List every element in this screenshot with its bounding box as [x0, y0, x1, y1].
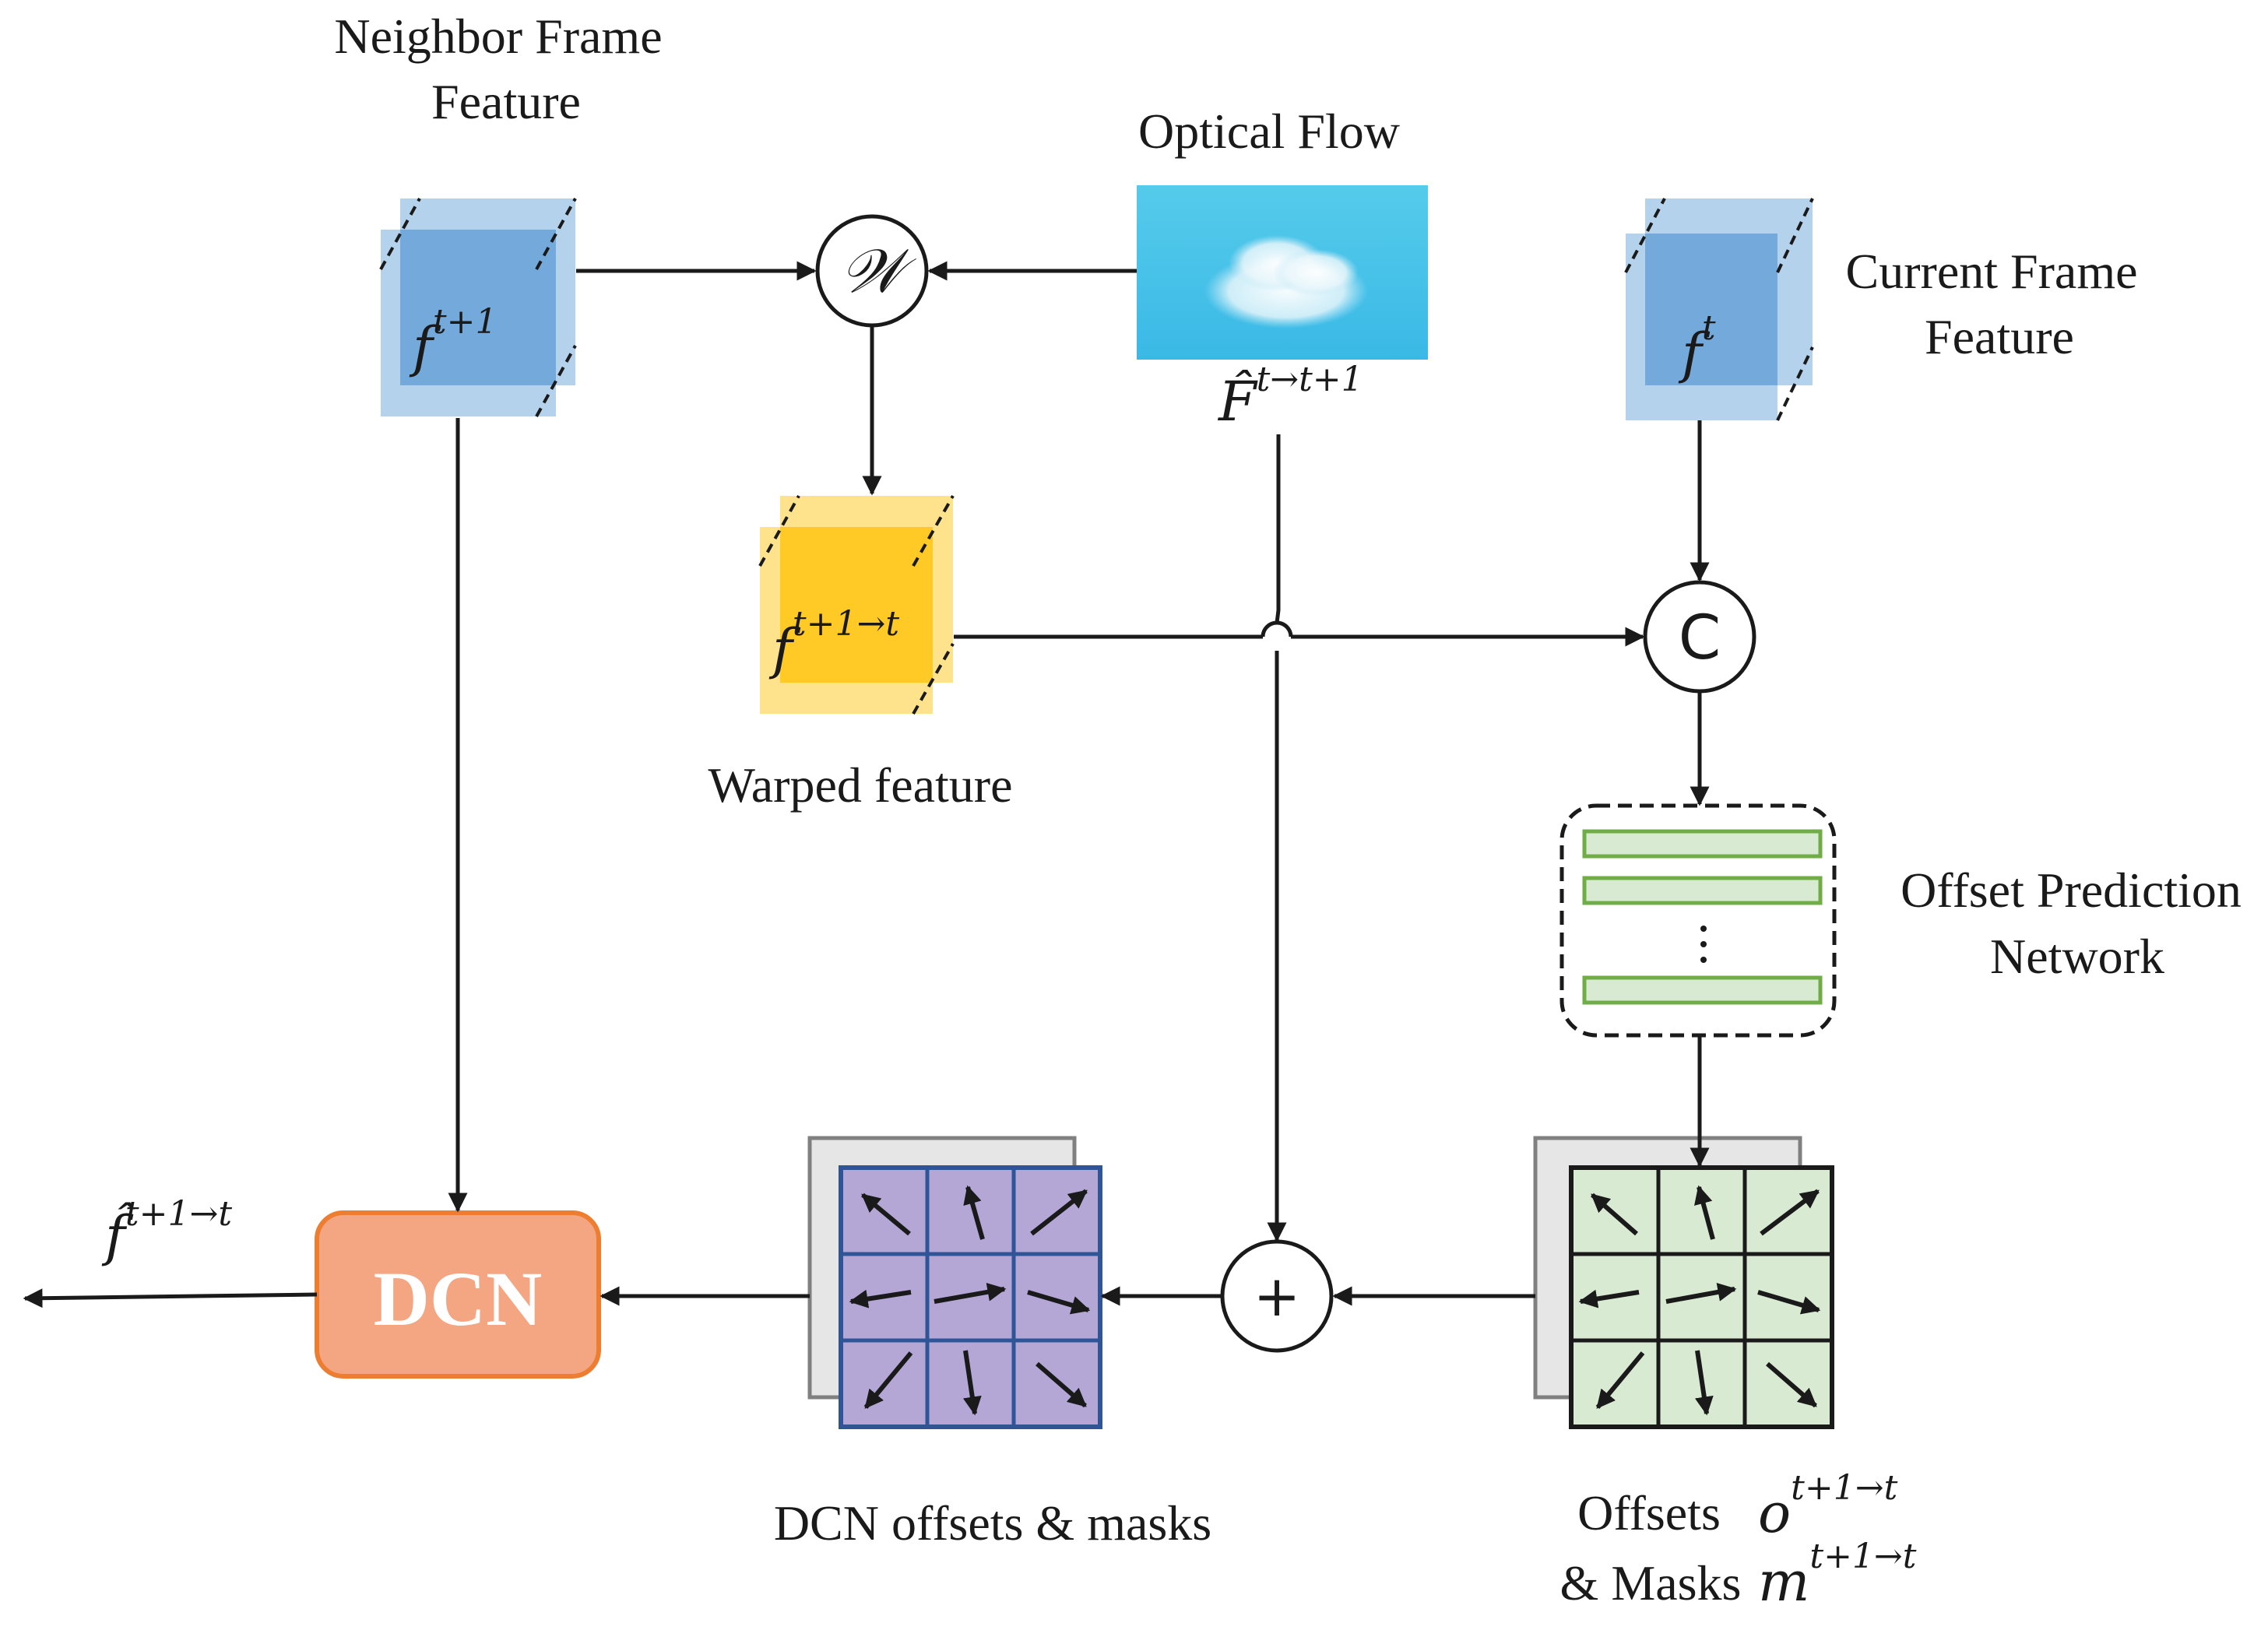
concat-operator: C [1643, 580, 1756, 694]
warped-feature-cube: ft+1→t [758, 495, 955, 715]
f-current-math: ft [1678, 308, 1716, 385]
svg-text:+: + [1254, 1263, 1300, 1329]
current-frame-label-line2: Feature [1925, 309, 2074, 364]
current-frame-feature-cube: ft [1624, 198, 1814, 421]
offsets-masks-grid [1533, 1136, 1834, 1429]
offset-network-label-line1: Offset Prediction [1901, 862, 2242, 918]
dcn-offsets-masks-grid [807, 1136, 1102, 1429]
offset-prediction-network [1559, 803, 1837, 1038]
current-frame-label-line1: Current Frame [1846, 244, 2138, 299]
optical-flow-image [1137, 185, 1428, 360]
neighbor-frame-label-line1: Neighbor Frame [334, 9, 662, 64]
edges [23, 261, 1710, 1309]
warped-feature-label: Warped feature [708, 757, 1012, 813]
svg-text:𝒲: 𝒲 [840, 237, 916, 307]
flow-math: F̂t→t+1 [1217, 360, 1363, 434]
offset-network-label-line2: Network [1990, 929, 2164, 984]
warp-operator: 𝒲 [815, 214, 929, 328]
m-masks-math: mt+1→t [1758, 1537, 1917, 1614]
svg-text:C: C [1679, 603, 1721, 673]
offsets-label: Offsets [1577, 1485, 1721, 1540]
dcn-label: DCN [374, 1256, 543, 1342]
output-math: f̂t+1→t [101, 1194, 232, 1268]
dcn-offsets-label: DCN offsets & masks [774, 1495, 1211, 1551]
add-operator: + [1220, 1239, 1334, 1353]
optical-flow-label: Optical Flow [1138, 104, 1400, 159]
dcn-block: DCN [315, 1210, 601, 1379]
o-offsets-math: ot+1→t [1758, 1468, 1898, 1545]
neighbor-frame-feature-cube: ft+1 [379, 198, 577, 417]
neighbor-frame-label-line2: Feature [431, 74, 581, 129]
masks-label: & Masks [1560, 1555, 1742, 1611]
